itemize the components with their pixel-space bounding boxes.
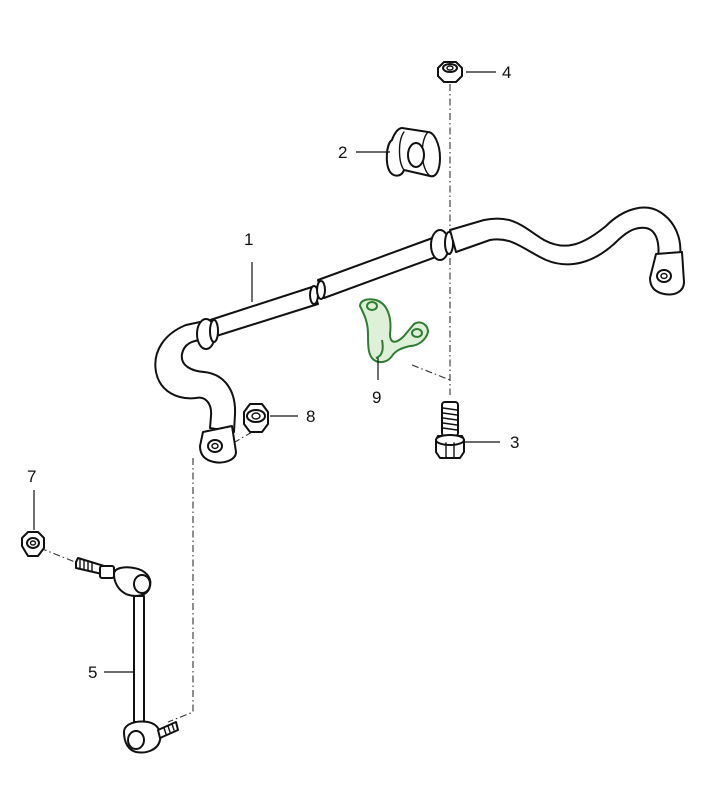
callout-labels: 1 2 4 3 8 9 7 5 (27, 63, 519, 682)
stabilizer-bar[interactable] (154, 206, 685, 464)
flange-bolt[interactable] (435, 401, 465, 459)
stabilizer-mount-bracket[interactable] (359, 298, 429, 364)
flange-nut-top[interactable] (437, 61, 463, 83)
flange-nut-small[interactable] (243, 403, 269, 433)
callout-1: 1 (244, 230, 253, 249)
callout-2: 2 (338, 143, 347, 162)
leader-lines (33, 71, 500, 673)
rubber-bushing[interactable] (385, 127, 441, 178)
callout-4: 4 (502, 63, 511, 82)
callout-7: 7 (27, 467, 36, 486)
callout-3: 3 (510, 433, 519, 452)
callout-9: 9 (372, 388, 381, 407)
callout-5: 5 (88, 663, 97, 682)
stabilizer-link[interactable] (75, 557, 179, 754)
alignment-lines (39, 84, 451, 723)
flange-nut-link[interactable] (21, 531, 45, 557)
callout-8: 8 (306, 407, 315, 426)
